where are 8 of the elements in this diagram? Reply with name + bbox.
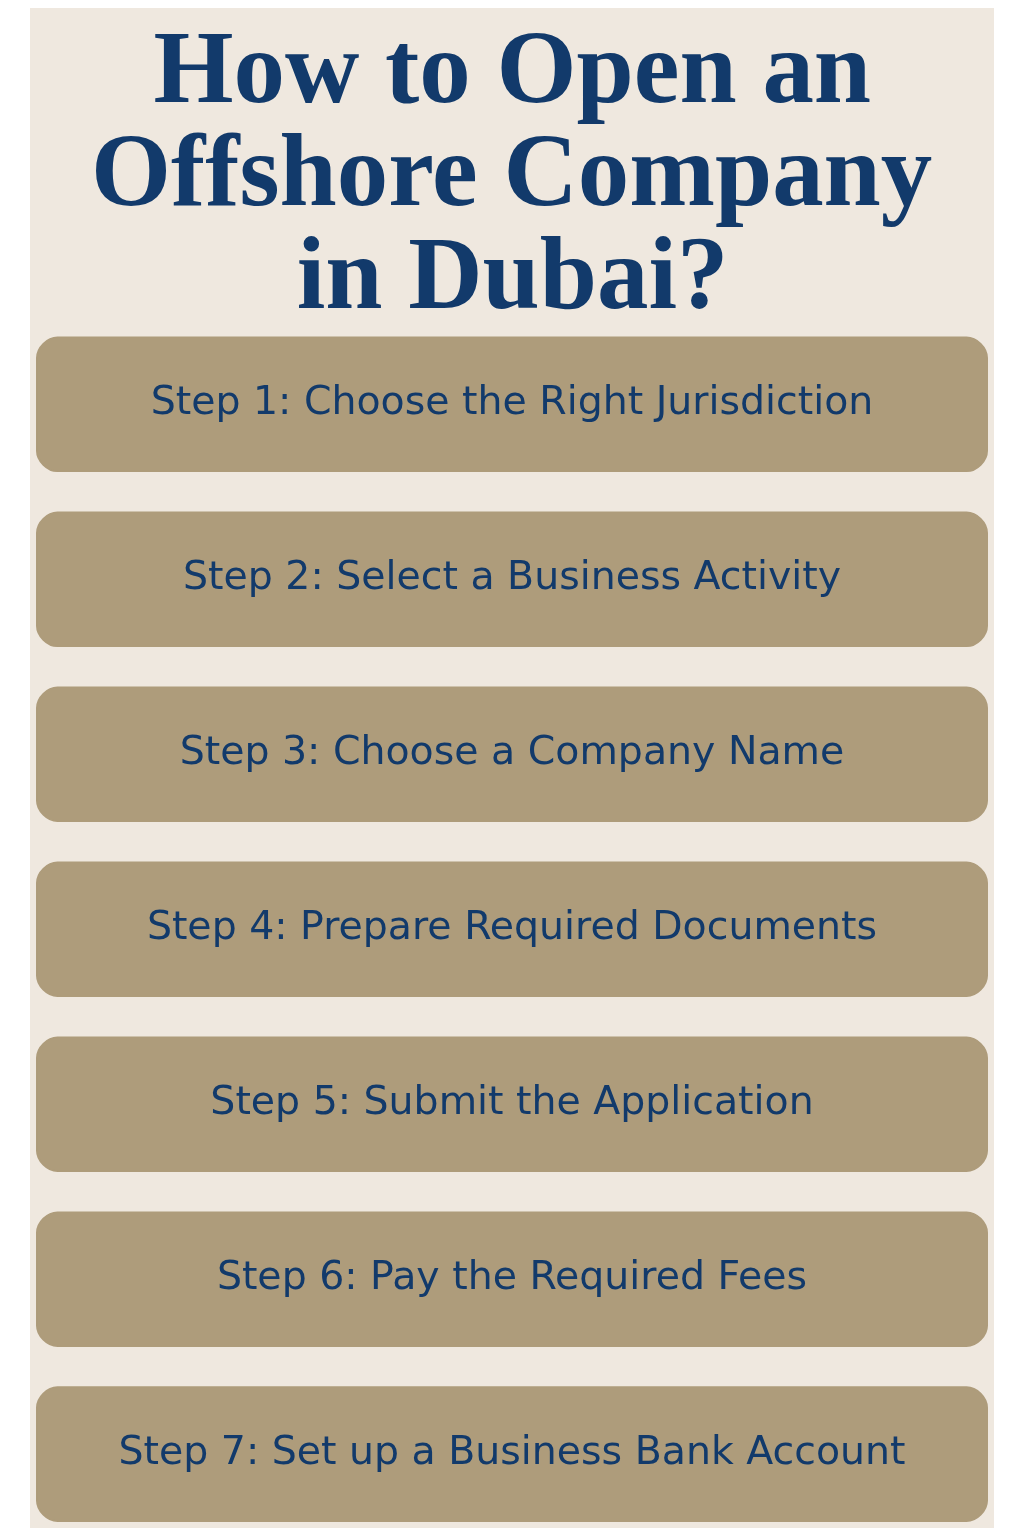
node-box: Step 2: Select a Business Activity: [36, 511, 988, 648]
node-box: Step 7: Set up a Business Bank Account: [36, 1386, 988, 1522]
node-box: Step 3: Choose a Company Name: [36, 686, 988, 823]
node-box: Step 5: Submit the Application: [36, 1036, 988, 1172]
node-box: Step 6: Pay the Required Fees: [36, 1211, 988, 1347]
node-box: Step 1: Choose the Right Jurisdiction: [36, 336, 988, 473]
diagram-title: How to Open an Offshore Company in Dubai?: [90, 10, 933, 331]
node-box: Step 4: Prepare Required Documents: [36, 861, 988, 997]
